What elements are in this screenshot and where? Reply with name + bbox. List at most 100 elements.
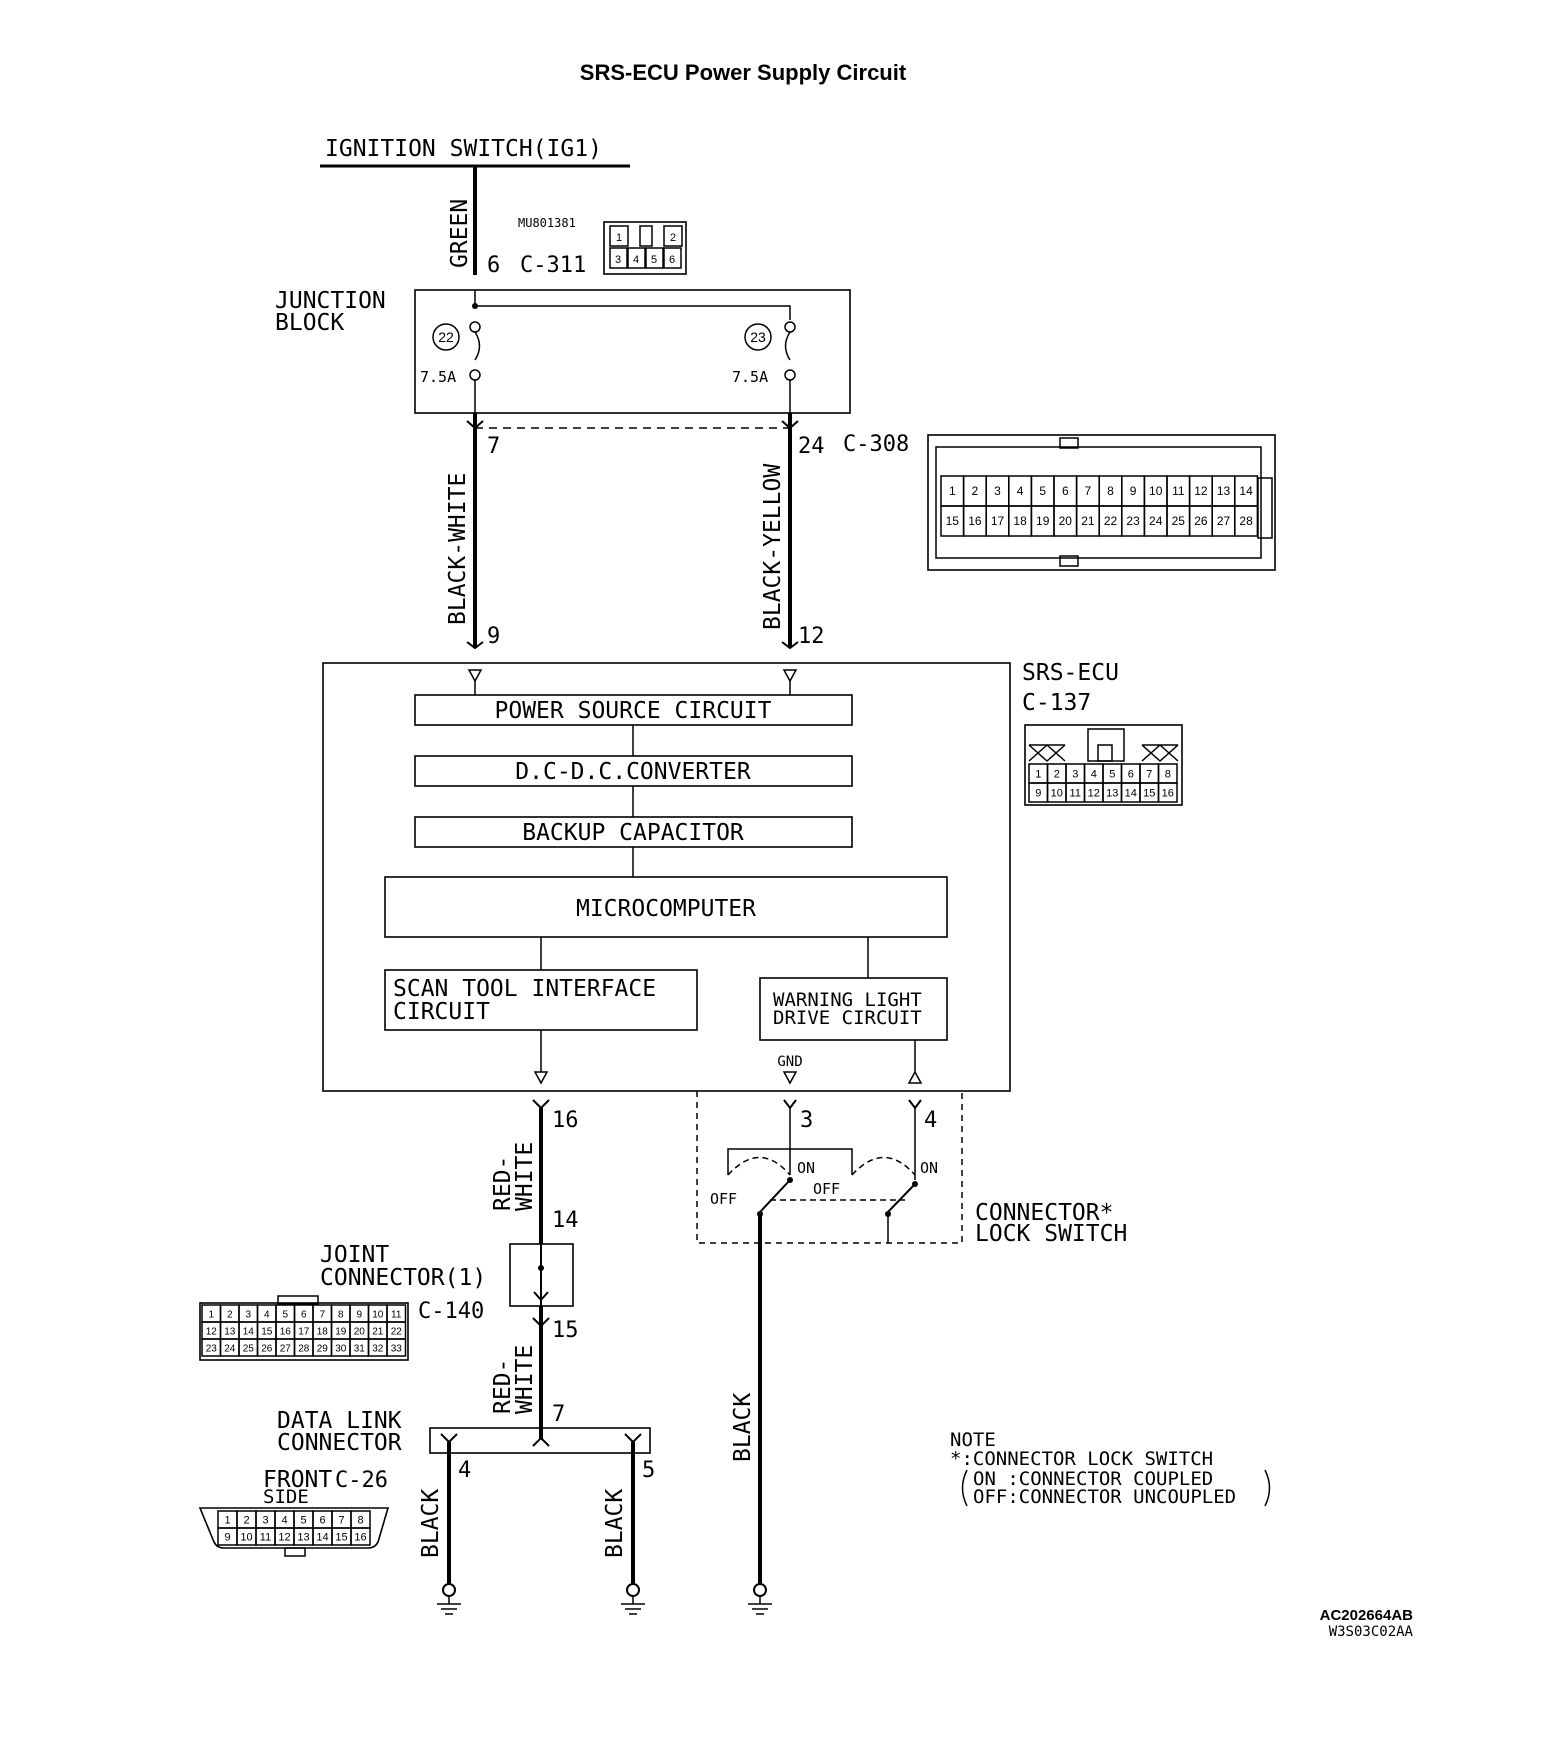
c140-cell-label: 4	[264, 1310, 270, 1321]
c308-pin-7: 7	[487, 434, 500, 459]
c308-cell-label: 4	[1017, 484, 1024, 498]
c308-pin-24: 24	[798, 434, 825, 459]
note-line-1: *:CONNECTOR LOCK SWITCH	[950, 1448, 1213, 1470]
ground-icon-dlc-5	[621, 1583, 645, 1615]
c308-cell-label: 9	[1130, 484, 1137, 498]
scan-tool-label-1: SCAN TOOL INTERFACE	[393, 976, 656, 1002]
c26-cell-label: 16	[354, 1532, 366, 1544]
c137-cell-label: 8	[1165, 769, 1171, 781]
c308-cell-label: 2	[972, 484, 979, 498]
diagram-title: SRS-ECU Power Supply Circuit	[580, 60, 907, 85]
switch-on-left: ON	[797, 1159, 815, 1177]
c137-cell-label: 4	[1091, 769, 1097, 781]
ecu-pin-9: 9	[487, 624, 500, 649]
c137-cell-label: 11	[1070, 788, 1081, 800]
ignition-switch-label: IGNITION SWITCH(IG1)	[325, 136, 602, 162]
c308-cell-label: 23	[1126, 514, 1140, 528]
c26-cell-box	[350, 1527, 371, 1546]
c311-part-number: MU801381	[518, 216, 576, 230]
wire-label-red-white-2a: RED-	[490, 1359, 516, 1414]
c137-cell-label: 14	[1125, 788, 1137, 800]
srs-ecu-label: SRS-ECU	[1022, 660, 1119, 686]
c26-cell-label: 4	[281, 1515, 287, 1527]
data-link-connector-box	[429, 1427, 651, 1454]
c308-cell-label: 11	[1172, 484, 1185, 498]
c308-cell-label: 16	[968, 514, 982, 528]
c308-cell-label: 22	[1104, 514, 1118, 528]
dcdc-converter-label: D.C-D.C.CONVERTER	[515, 759, 751, 785]
c140-cell-label: 3	[245, 1310, 251, 1321]
c308-cell-label: 10	[1149, 484, 1163, 498]
c308-cell-label: 21	[1081, 514, 1095, 528]
c311-cell: 6	[669, 254, 675, 266]
lock-switch-label-1: CONNECTOR*	[975, 1200, 1113, 1226]
wire-label-red-white-2b: WHITE	[512, 1345, 538, 1414]
c140-cell-label: 16	[280, 1327, 292, 1338]
joint-connector-label-1: JOINT	[320, 1242, 389, 1268]
c140-cell-label: 15	[261, 1327, 273, 1338]
ecu-pin-3: 3	[800, 1108, 813, 1133]
c140-cell-label: 7	[319, 1310, 325, 1321]
c140-cell-label: 30	[335, 1344, 347, 1355]
c308-cell-label: 3	[994, 484, 1001, 498]
c308-cell-label: 8	[1107, 484, 1114, 498]
dlc-front-label: FRONT	[263, 1467, 332, 1493]
c140-cell-label: 8	[338, 1310, 344, 1321]
dlc-label-2: CONNECTOR	[277, 1430, 402, 1456]
c140-cell-label: 5	[282, 1310, 288, 1321]
c308-cell-box	[1234, 505, 1259, 537]
ground-icon-dlc-4	[437, 1583, 461, 1615]
c26-cell-label: 1	[224, 1515, 230, 1527]
c140-cell-label: 12	[206, 1327, 218, 1338]
c26-cell-label: 12	[278, 1532, 290, 1544]
fuse-23: 23 7.5A	[732, 321, 796, 386]
c308-cell-label: 12	[1194, 484, 1208, 498]
dlc-label-1: DATA LINK	[277, 1408, 402, 1434]
switch-off-right: OFF	[813, 1180, 840, 1198]
c308-cell-label: 1	[949, 484, 956, 498]
c140-cell-label: 22	[391, 1327, 403, 1338]
gnd-label: GND	[777, 1054, 802, 1070]
c26-cell-label: 15	[335, 1532, 347, 1544]
wire-label-black-dlc-4: BLACK	[418, 1489, 444, 1558]
wire-label-black-dlc-5: BLACK	[602, 1489, 628, 1558]
ground-icon-lock-switch	[748, 1583, 772, 1615]
c137-cell-label: 7	[1146, 769, 1152, 781]
c26-cell-label: 3	[262, 1515, 268, 1527]
c137-cell-label: 5	[1109, 769, 1115, 781]
c26-code: C-26	[335, 1468, 388, 1493]
c308-cell-label: 24	[1149, 514, 1163, 528]
c140-code: C-140	[418, 1299, 484, 1324]
c140-cell-label: 31	[354, 1344, 366, 1355]
wire-label-black-yellow: BLACK-YELLOW	[760, 464, 786, 630]
c308-cell-label: 26	[1194, 514, 1208, 528]
c308-cell-label: 14	[1239, 484, 1253, 498]
note-line-3: OFF:CONNECTOR UNCOUPLED	[973, 1486, 1236, 1508]
dlc-side-label: SIDE	[263, 1486, 309, 1508]
c140-cell-label: 17	[298, 1327, 310, 1338]
c140-cell-label: 28	[298, 1344, 310, 1355]
c26-cell-label: 2	[243, 1515, 249, 1527]
c137-cell-label: 9	[1035, 788, 1041, 800]
c26-cell-label: 13	[297, 1532, 309, 1544]
srs-ecu-box	[322, 662, 1011, 1092]
c137-cell-box	[1157, 782, 1178, 803]
c26-cell-label: 6	[319, 1515, 325, 1527]
c311-pin: 6	[487, 253, 500, 278]
c140-cell-label: 24	[224, 1344, 236, 1355]
c311-connector-icon: 1 2 3 4 5 6	[603, 221, 687, 275]
c137-cell-label: 15	[1143, 788, 1155, 800]
wire-label-red-white-1a: RED-	[490, 1156, 516, 1211]
c308-cell-label: 18	[1013, 514, 1027, 528]
c26-cell-label: 10	[240, 1532, 252, 1544]
ecu-pin-12: 12	[798, 624, 825, 649]
fuse-22-rating: 7.5A	[420, 368, 456, 386]
c308-cell-label: 20	[1059, 514, 1073, 528]
wire-label-red-white-1b: WHITE	[512, 1142, 538, 1211]
switch-off-left: OFF	[710, 1190, 737, 1208]
fuse-22-number: 22	[438, 329, 454, 345]
c137-cell-label: 3	[1072, 769, 1078, 781]
